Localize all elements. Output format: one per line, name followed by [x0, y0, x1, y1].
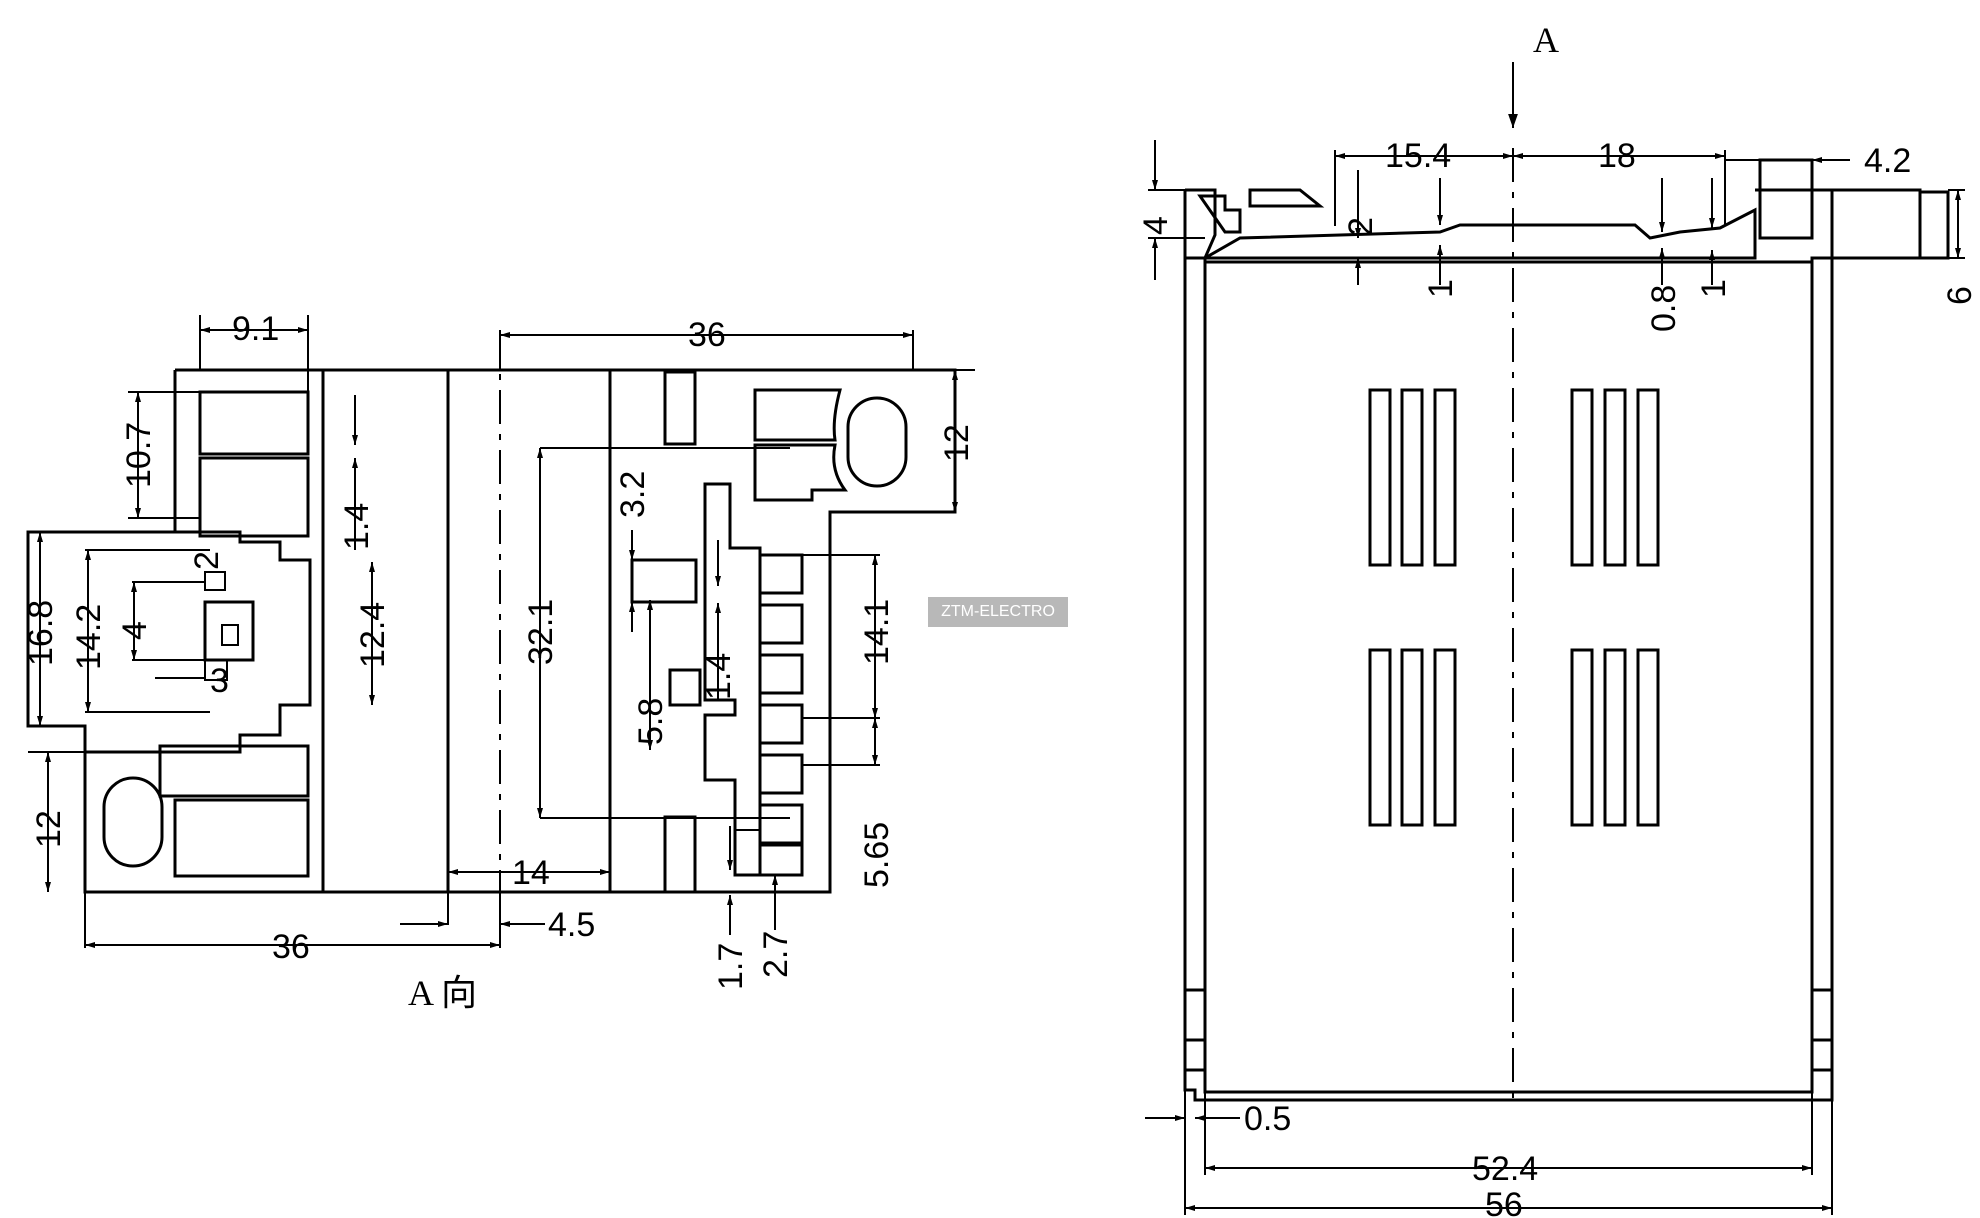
vent-slot — [1570, 388, 1594, 567]
top-left-latch — [1248, 188, 1325, 208]
dim-4: 4 — [116, 621, 154, 640]
watermark-badge: ZTM-ELECTRO — [928, 597, 1068, 627]
vent-group-top-left — [1368, 388, 1457, 567]
vent-slot — [1603, 648, 1627, 827]
dim-1-a: 1 — [1422, 279, 1460, 298]
dim-2: 2 — [188, 551, 226, 570]
dim-1-4-b: 1.4 — [700, 653, 738, 700]
dim-36-bottom: 36 — [272, 928, 310, 966]
left-connector-pin-2 — [221, 624, 239, 646]
vent-group-bottom-left — [1368, 648, 1457, 827]
left-slot-1 — [198, 390, 310, 456]
left-connector-pin-3 — [204, 659, 228, 681]
dim-1-7: 1.7 — [712, 943, 750, 990]
top-right-notch — [753, 388, 842, 442]
view-arrow-label: A — [1533, 20, 1559, 60]
dim-14: 14 — [512, 854, 550, 892]
vent-slot — [1400, 648, 1424, 827]
dim-16-8: 16.8 — [22, 600, 60, 666]
top-left-hook — [1197, 194, 1242, 234]
vent-slot — [1603, 388, 1627, 567]
left-slot-2 — [198, 456, 310, 538]
vent-slot — [1433, 648, 1457, 827]
dim-12-4: 12.4 — [354, 602, 392, 668]
right-wall-hatched — [1810, 256, 1834, 1072]
pin-cell-1 — [758, 553, 804, 595]
dim-2-7: 2.7 — [757, 931, 795, 978]
dim-12-right: 12 — [938, 424, 976, 462]
dim-14-1: 14.1 — [858, 599, 896, 665]
dim-18: 18 — [1598, 137, 1636, 175]
dim-4-5: 4.5 — [548, 906, 595, 944]
dim-3-2: 3.2 — [614, 471, 652, 518]
dim-0-8: 0.8 — [1645, 285, 1683, 332]
small-square-1 — [630, 558, 698, 604]
vent-slot — [1570, 648, 1594, 827]
dim-4-right: 4 — [1137, 216, 1175, 235]
dim-2-right: 2 — [1342, 217, 1380, 236]
top-right-step — [753, 443, 848, 502]
pin-cell-4 — [758, 703, 804, 745]
left-view: 9.1 36 10.7 1.4 12 16.8 14.2 4 2 3 12.4 … — [22, 310, 976, 1013]
dim-36-top: 36 — [688, 316, 726, 354]
left-connector-pin-1 — [204, 571, 226, 591]
right-oval-hole — [846, 396, 908, 488]
small-square-2 — [668, 668, 702, 707]
vent-slot — [1636, 388, 1660, 567]
dim-5-65: 5.65 — [858, 822, 896, 888]
dim-3: 3 — [210, 662, 229, 700]
dim-10-7: 10.7 — [120, 422, 158, 488]
vent-slot — [1368, 388, 1392, 567]
vent-group-bottom-right — [1570, 648, 1660, 827]
dim-52-4: 52.4 — [1472, 1150, 1538, 1188]
dim-1-4-a: 1.4 — [338, 503, 376, 550]
inner-rect-32-1 — [540, 447, 790, 819]
pin-cell-2 — [758, 603, 804, 645]
dim-9-1: 9.1 — [232, 310, 279, 348]
left-wall-hatched — [1183, 256, 1207, 1072]
connector-outline — [703, 482, 762, 877]
dim-0-5: 0.5 — [1244, 1100, 1291, 1138]
dim-12-left: 12 — [30, 810, 68, 848]
pin-cell-5 — [758, 753, 804, 795]
right-view: A — [1137, 20, 1979, 1218]
dim-32-1: 32.1 — [522, 599, 560, 665]
left-connector-inner — [203, 600, 255, 662]
dim-56: 56 — [1485, 1186, 1523, 1218]
vent-slot — [1368, 648, 1392, 827]
dim-14-2: 14.2 — [70, 604, 108, 670]
vent-slot — [1636, 648, 1660, 827]
left-slot-4 — [173, 798, 310, 878]
pin-cell-6 — [758, 803, 804, 845]
side-tab — [1918, 190, 1950, 260]
left-body-outline — [26, 368, 957, 894]
vent-slot — [1433, 388, 1457, 567]
dim-6: 6 — [1941, 286, 1979, 305]
dim-1-b: 1 — [1695, 279, 1733, 298]
pin-cell-7 — [758, 843, 804, 877]
vent-slot — [1400, 388, 1424, 567]
left-oval-hole — [102, 776, 164, 868]
dim-15-4: 15.4 — [1385, 137, 1451, 175]
dim-5-8: 5.8 — [632, 698, 670, 745]
top-right-block — [1758, 158, 1814, 240]
inner-chamber — [1203, 260, 1814, 1094]
left-slot-3 — [158, 744, 310, 798]
top-cap-hatched — [1199, 207, 1757, 260]
bottom-step-left — [1185, 988, 1832, 1042]
vent-group-top-right — [1570, 388, 1660, 567]
view-caption: A 向 — [408, 973, 477, 1013]
bottom-slot — [663, 815, 697, 894]
dim-4-2: 4.2 — [1864, 142, 1911, 180]
top-slot — [663, 370, 697, 446]
right-body-outline — [1183, 188, 1922, 1102]
pin-cell-3 — [758, 653, 804, 695]
